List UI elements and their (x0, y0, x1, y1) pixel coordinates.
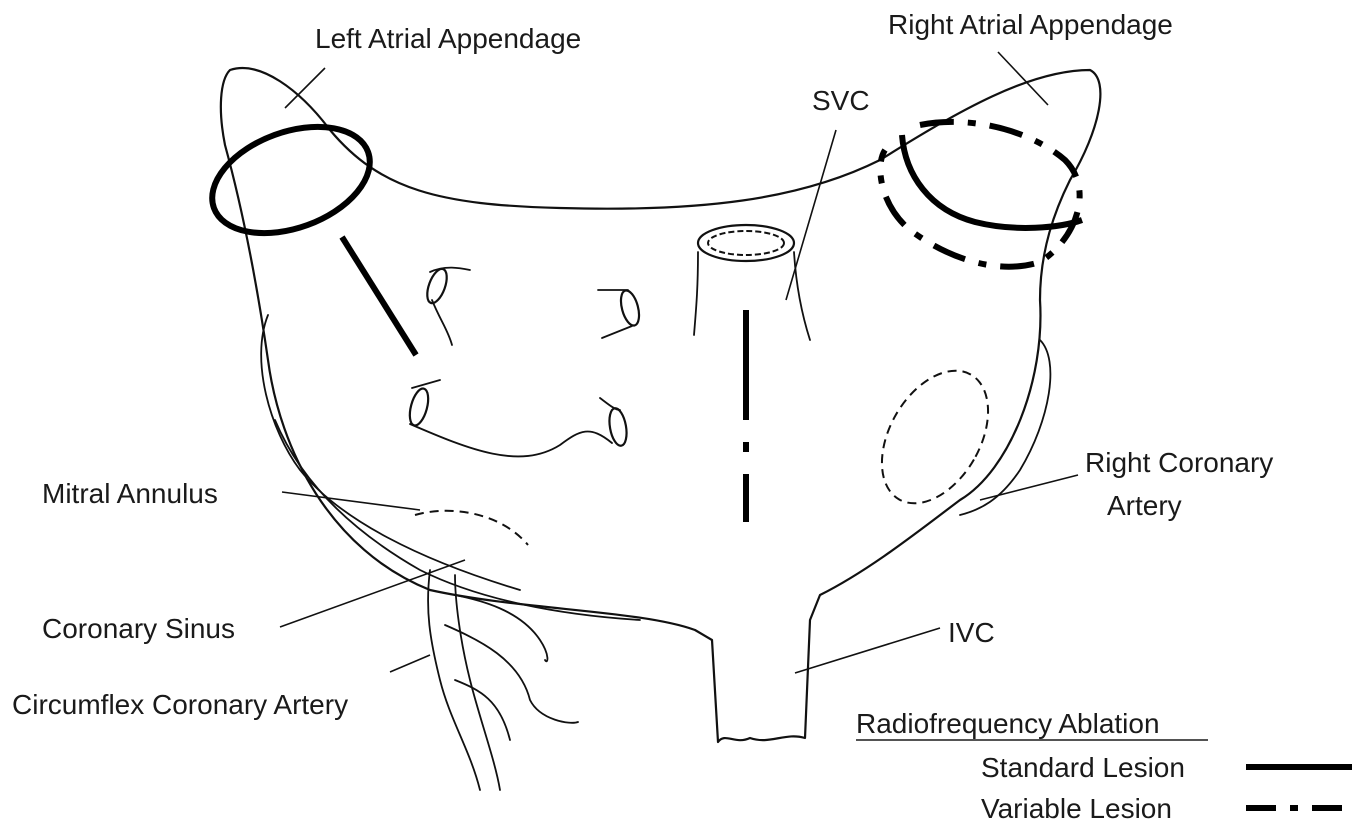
label-coronary-sinus: Coronary Sinus (42, 613, 235, 644)
left-atrium-ridge (261, 315, 520, 590)
label-right-coronary-artery-1: Right Coronary (1085, 447, 1273, 478)
pulmonary-vein-rsp (618, 289, 643, 328)
leader-right-coronary-artery (980, 475, 1078, 500)
left-atrium-linear-lesion (342, 237, 416, 355)
leader-circumflex (390, 655, 430, 672)
label-ivc: IVC (948, 617, 995, 648)
svc-opening-inner (708, 231, 784, 255)
leader-ivc (795, 628, 940, 673)
label-svc: SVC (812, 85, 870, 116)
label-mitral-annulus: Mitral Annulus (42, 478, 218, 509)
label-left-atrial-appendage: Left Atrial Appendage (315, 23, 581, 54)
pulmonary-vein-lsp (423, 266, 450, 305)
label-right-atrial-appendage: Right Atrial Appendage (888, 9, 1173, 40)
tricuspid-isthmus-region (860, 352, 1010, 522)
pulmonary-vein-connector-left (430, 268, 470, 345)
svc-wall-left (694, 252, 698, 335)
coronary-sinus-vessel (275, 420, 640, 620)
pulmonary-vein-lip (406, 387, 431, 428)
circumflex-branch-2 (445, 625, 578, 723)
circumflex-branch-3 (455, 680, 510, 740)
circumflex-artery-trunk (428, 570, 480, 790)
legend-standard-lesion-label: Standard Lesion (981, 752, 1185, 783)
leader-svc (786, 130, 836, 300)
legend-title: Radiofrequency Ablation (856, 708, 1160, 739)
right-appendage-lesion-variable (880, 122, 1079, 267)
pulmonary-vein-connector-right (598, 290, 632, 338)
pulmonary-vein-connector-bottom (410, 380, 620, 456)
left-appendage-lesion (198, 107, 385, 253)
leader-mitral-annulus (282, 492, 420, 510)
label-right-coronary-artery-2: Artery (1107, 490, 1182, 521)
label-circumflex-coronary-artery: Circumflex Coronary Artery (12, 689, 348, 720)
legend: Radiofrequency Ablation Standard Lesion … (856, 708, 1352, 824)
legend-variable-lesion-label: Variable Lesion (981, 793, 1172, 824)
leader-coronary-sinus (280, 560, 465, 627)
mitral-annulus-region (415, 511, 528, 545)
